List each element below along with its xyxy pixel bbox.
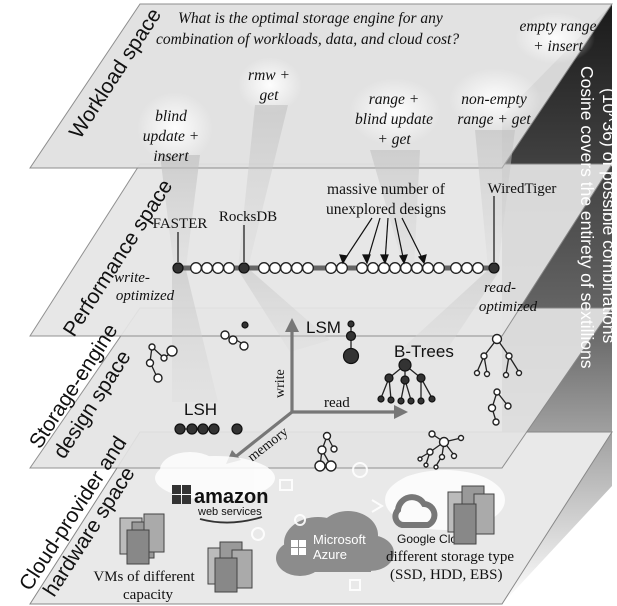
- massive-designs-label-2: unexplored designs: [326, 201, 446, 218]
- lsm-glyph: [342, 320, 360, 365]
- lsh-glyph: [174, 423, 243, 435]
- unexplored-design-circle: [389, 262, 401, 274]
- read-optimized-label-2: optimized: [479, 299, 538, 315]
- btrees-label: B-Trees: [394, 342, 454, 361]
- read-optimized-label-1: read-: [484, 280, 516, 296]
- azure-logo: Microsoft Azure: [276, 511, 394, 576]
- write-optimized-label-1: write-: [114, 270, 150, 286]
- unexplored-design-circle: [201, 262, 213, 274]
- unexplored-design-circle: [212, 262, 224, 274]
- unexplored-design-circle: [400, 262, 412, 274]
- wiredtiger-point: [488, 262, 500, 274]
- workload-question-1: What is the optimal storage engine for a…: [178, 10, 443, 27]
- unexplored-design-circle: [367, 262, 379, 274]
- design-axes: [226, 318, 408, 464]
- amazon-logo-text: amazon: [194, 486, 268, 508]
- unexplored-design-circle: [302, 262, 314, 274]
- vms-label-2: capacity: [123, 587, 173, 603]
- workload-empty-range-insert-2: + insert: [533, 38, 583, 55]
- unexplored-design-circle: [422, 262, 434, 274]
- massive-designs-arrows: [339, 217, 427, 265]
- workload-blind-update-insert-2: update +: [143, 128, 200, 145]
- decorative-cloud-icons: [251, 462, 384, 591]
- unexplored-design-circle: [411, 262, 423, 274]
- read-axis-label: read: [324, 395, 350, 411]
- write-optimized-label-2: optimized: [116, 288, 175, 304]
- unexplored-design-circle: [325, 262, 337, 274]
- google-cloud-logo: Google Cloud: [392, 494, 470, 546]
- amazon-logo: amazon web services: [172, 485, 268, 524]
- write-axis-label: write: [273, 369, 288, 398]
- storage-types-label-2: (SSD, HDD, EBS): [390, 567, 503, 583]
- performance-design-circles: [190, 262, 484, 274]
- unexplored-design-circle: [269, 262, 281, 274]
- workload-nonempty-range-get-2: range + get: [457, 111, 531, 128]
- vm-stack-left: [119, 513, 165, 565]
- unexplored-design-circle: [461, 262, 473, 274]
- azure-logo-text-1: Microsoft: [313, 532, 366, 547]
- amazon-logo-subtext: web services: [197, 506, 262, 518]
- workload-question-2: combination of workloads, data, and clou…: [156, 31, 459, 48]
- storage-types-label-1: different storage type: [386, 549, 514, 565]
- workload-rmw-get-1: rmw +: [248, 67, 290, 84]
- workload-range-blind-get-1: range +: [369, 91, 420, 108]
- unexplored-design-circle: [223, 262, 235, 274]
- workload-nonempty-range-get-1: non-empty: [461, 91, 527, 108]
- unexplored-design-circle: [258, 262, 270, 274]
- workload-rmw-get-2: get: [260, 87, 280, 104]
- unexplored-design-circle: [433, 262, 445, 274]
- unexplored-design-circle: [450, 262, 462, 274]
- btree-glyph: [377, 358, 436, 405]
- rocksdb-label: RocksDB: [219, 209, 277, 225]
- unexplored-design-circle: [336, 262, 348, 274]
- vms-label-1: VMs of different: [93, 569, 195, 585]
- unexplored-design-circle: [356, 262, 368, 274]
- massive-designs-label-1: massive number of: [327, 181, 446, 198]
- lsh-label: LSH: [184, 400, 217, 419]
- unexplored-design-circle: [190, 262, 202, 274]
- workload-blind-update-insert-1: blind: [155, 108, 187, 125]
- workload-empty-range-insert-1: empty range: [519, 18, 596, 35]
- workload-blind-update-insert-3: insert: [153, 148, 189, 165]
- unexplored-design-circle: [291, 262, 303, 274]
- lsm-label: LSM: [306, 318, 341, 337]
- storage-device-stack: [447, 485, 495, 545]
- design-tree-glyphs: [145, 321, 523, 472]
- wiredtiger-label: WiredTiger: [488, 181, 557, 197]
- azure-logo-text-2: Azure: [313, 547, 347, 562]
- faster-point: [172, 262, 184, 274]
- unexplored-design-circle: [378, 262, 390, 274]
- google-cloud-text: Google Cloud: [397, 532, 470, 546]
- rocksdb-point: [238, 262, 250, 274]
- vm-stack-right: [207, 541, 253, 593]
- unexplored-design-circle: [280, 262, 292, 274]
- side-caption-line2: (10^36) of possible combinations: [599, 88, 617, 344]
- workload-range-blind-get-2: blind update: [355, 111, 433, 128]
- side-caption-line1: Cosine covers the entirety of sextillion…: [577, 66, 597, 369]
- workload-range-blind-get-3: + get: [377, 131, 411, 148]
- unexplored-design-circle: [472, 262, 484, 274]
- faster-label: FASTER: [153, 216, 208, 232]
